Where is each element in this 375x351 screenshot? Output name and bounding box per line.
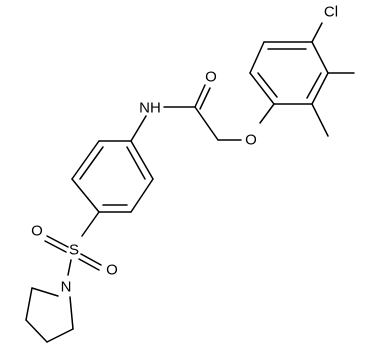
ether-oxygen-label: O [245,132,257,149]
bond-sulfur-oxygen-right-a [80,253,102,266]
bond-carbonyl-double-b [199,87,211,110]
pyrrolidine-nitrogen-label: N [61,279,72,296]
sulfur-label: S [69,242,79,259]
bond-ring-to-ether-oxygen [259,103,275,124]
sulfonyl-oxygen-left-label: O [31,223,43,240]
amide-nh-label: NH [139,100,161,117]
dimethylchlorophenyl-ring [249,41,329,105]
chlorine-label: Cl [324,4,338,21]
pyrrolidine-ring [25,287,74,343]
bond-carbonyl-double-a [194,84,206,108]
bond-ch2-to-carbonyl [194,106,219,141]
sulfonyl-oxygen-right-label: O [106,262,118,279]
phenyl-ring [71,140,154,213]
bond-phenyl-to-sulfur [81,211,100,237]
bond-methyl-lower [311,103,329,137]
bond-ring-to-chlorine [311,22,323,43]
bond-sulfur-oxygen-left-a [46,235,69,248]
bond-nh-to-phenyl [130,115,147,142]
bond-sulfur-oxygen-right-b [78,258,100,271]
bond-sulfur-to-nitrogen [67,259,72,276]
bond-sulfur-oxygen-left-b [44,240,67,253]
carbonyl-oxygen-label: O [205,69,217,86]
